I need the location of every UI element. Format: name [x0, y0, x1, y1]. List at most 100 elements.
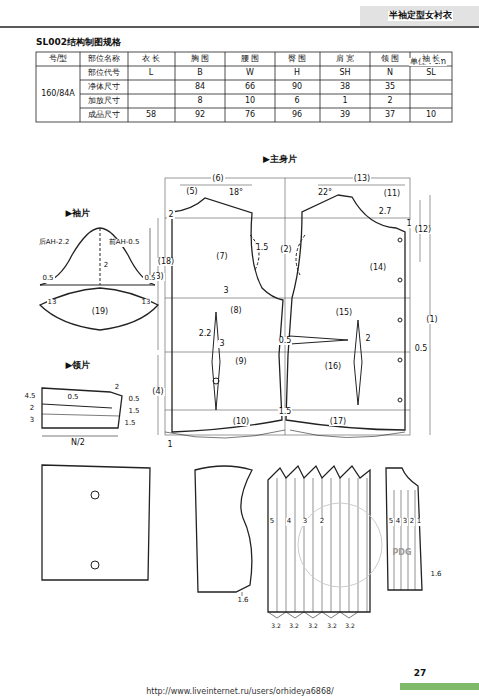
dimension-label: (2)	[279, 246, 292, 255]
dimension-label: 2	[386, 97, 393, 106]
pleat-line	[304, 478, 305, 612]
spec-table	[36, 52, 452, 122]
pocket-pattern	[42, 465, 150, 580]
dimension-label: 2	[364, 335, 371, 344]
header-rule	[0, 26, 479, 28]
pleat-line	[367, 478, 368, 612]
dimension-label: 13	[141, 299, 152, 307]
dimension-label: 37	[384, 111, 396, 120]
dimension-label: (12)	[414, 226, 432, 235]
dimension-label: (16)	[324, 363, 342, 372]
pleat-line	[295, 478, 296, 612]
dimension-label: 肩 宽	[335, 55, 356, 64]
dimension-label: L	[148, 69, 154, 78]
dimension-label: 3	[29, 417, 35, 425]
dimension-label: 35	[384, 83, 396, 92]
pleat-line	[358, 478, 359, 612]
dimension-label: 1	[416, 518, 422, 526]
dimension-label: (9)	[234, 358, 247, 367]
dimension-label: 3	[222, 287, 229, 296]
dimension-label: 后AH-2.2	[38, 239, 71, 247]
dimension-label: 腰 围	[240, 55, 261, 64]
dimension-label: 2	[29, 405, 35, 413]
dimension-label: W	[245, 69, 255, 78]
facing-pattern	[386, 468, 422, 590]
pleat-line	[322, 478, 323, 612]
dimension-label: 8	[196, 97, 203, 106]
dimension-label: 2	[409, 518, 415, 526]
dimension-label: (17)	[329, 418, 347, 427]
dimension-label: ▶领片	[65, 361, 92, 371]
dimension-label: 2.7	[378, 208, 393, 217]
dimension-label: 加放尺寸	[87, 97, 121, 106]
dimension-label: (13)	[353, 175, 371, 184]
dimension-label: 6	[293, 97, 300, 106]
dimension-label: 1.6	[429, 571, 442, 579]
dimension-label: 58	[145, 111, 157, 120]
dimension-label: 1	[405, 220, 412, 229]
dimension-label: 袖 长	[421, 55, 442, 64]
fold-line	[394, 490, 395, 590]
dimension-label: (6)	[211, 175, 224, 184]
chart-title: SL002结构制图规格	[36, 36, 121, 49]
pleat-line	[277, 478, 278, 612]
dimension-label: 90	[291, 83, 303, 92]
pleat-line	[331, 478, 332, 612]
pleat-line	[286, 478, 287, 612]
footer-bar	[400, 683, 479, 690]
dimension-label: 22°	[317, 189, 333, 198]
dimension-label: 84	[194, 83, 206, 92]
dimension-label: 前AH-0.5	[108, 239, 141, 247]
dimension-label: N/2	[70, 439, 86, 448]
dimension-label: 4	[286, 518, 292, 526]
dimension-label: 10	[425, 111, 437, 120]
pleat-line	[340, 478, 341, 612]
dimension-label: (1)	[425, 316, 438, 325]
dimension-label: 5	[388, 518, 394, 526]
dimension-label: 3.2	[307, 623, 319, 630]
dimension-label: 部位代号	[87, 69, 121, 78]
dimension-label: 96	[291, 111, 303, 120]
dimension-label: (19)	[91, 308, 109, 317]
dimension-label: 3.2	[270, 623, 282, 630]
dimension-label: 3.2	[326, 623, 338, 630]
dimension-label: 3.2	[344, 623, 356, 630]
fold-line	[408, 490, 409, 590]
dimension-label: 76	[244, 111, 256, 120]
dimension-label: 27	[413, 669, 428, 679]
fold-line	[415, 490, 416, 590]
dimension-label: 3	[302, 518, 308, 526]
dimension-label: (11)	[383, 190, 401, 199]
dimension-label: 1	[341, 97, 348, 106]
watermark-ring	[298, 503, 382, 587]
dimension-label: 衣 长	[141, 55, 162, 64]
dimension-label: (7)	[215, 253, 228, 262]
pleat-line	[349, 478, 350, 612]
dimension-label: 2.2	[198, 330, 213, 339]
dimension-label: 92	[194, 111, 206, 120]
dimension-label: (5)	[185, 188, 198, 197]
dimension-label: 号/型	[48, 55, 69, 64]
dimension-label: 2	[114, 384, 120, 392]
dimension-label: (18)	[157, 258, 175, 267]
main-body-pattern	[158, 178, 430, 438]
dimension-label: (8)	[229, 307, 242, 316]
dimension-label: 成品尺寸	[87, 111, 121, 120]
pleated-panel	[268, 466, 370, 618]
dimension-label: 10	[244, 97, 256, 106]
dimension-label: 39	[339, 111, 351, 120]
dimension-label: 66	[244, 83, 256, 92]
dimension-label: 0.5	[66, 394, 79, 402]
dimension-label: (14)	[369, 264, 387, 273]
dimension-label: 半袖定型女衬衣	[388, 11, 453, 21]
dimension-label: ▶袖片	[65, 209, 92, 219]
header-band	[360, 6, 479, 26]
dimension-label: 2	[319, 518, 325, 526]
dimension-label: (15)	[335, 309, 353, 318]
dimension-label: 160/84A	[40, 90, 76, 99]
dimension-label: 1	[166, 441, 173, 450]
dimension-label: 1.5	[255, 244, 270, 253]
dimension-label: 0.5	[278, 337, 293, 346]
dimension-label: 0.5	[41, 275, 54, 283]
dimension-label: 1.5	[127, 408, 140, 416]
